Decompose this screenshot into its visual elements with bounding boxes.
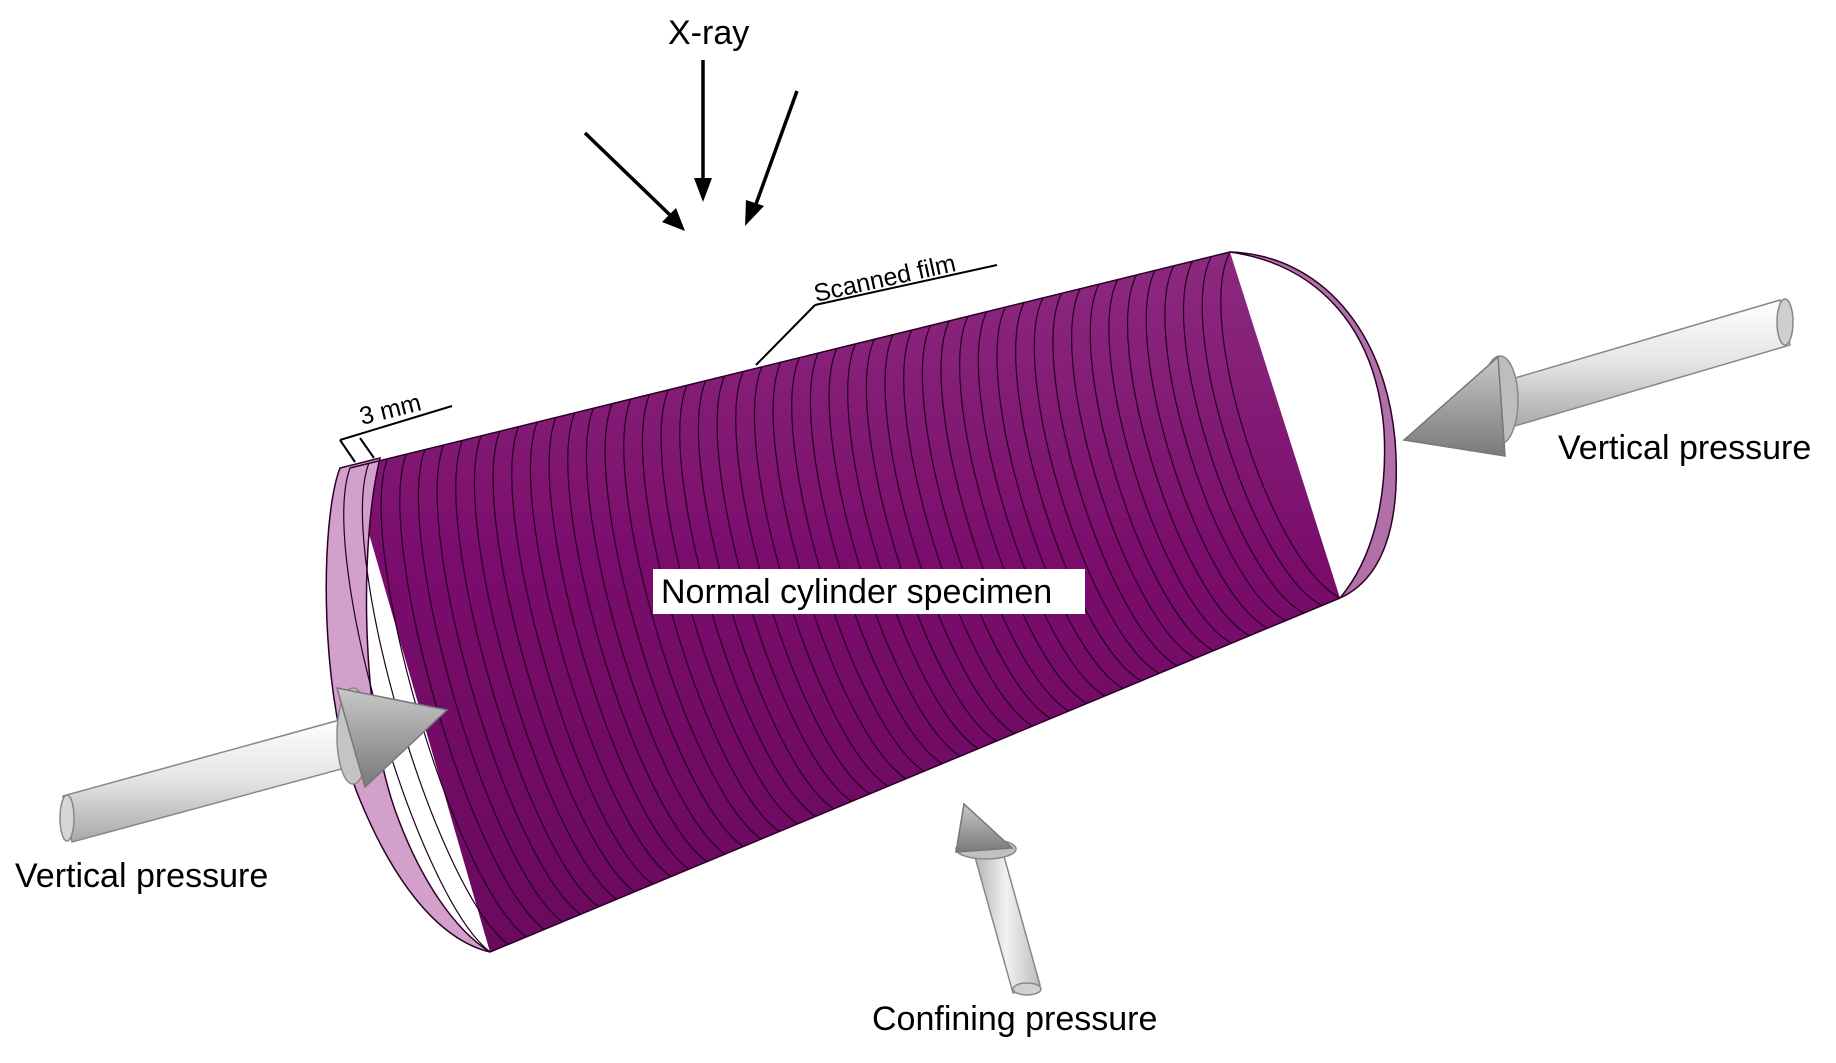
slice-ring <box>940 320 1070 712</box>
slice-ring <box>884 334 1015 735</box>
slice-ring <box>977 311 1106 697</box>
slice-ring <box>399 454 545 930</box>
scanned-film-leader <box>755 264 998 366</box>
confining-pressure-label: Confining pressure <box>872 1000 1157 1038</box>
slice-ring <box>921 325 1051 720</box>
slice-ring <box>529 421 672 878</box>
slice-ring <box>604 403 744 848</box>
slice-ring <box>1201 256 1323 607</box>
slice-ring <box>548 417 690 870</box>
cone-arrow-icon <box>1402 298 1794 457</box>
slice-ring <box>1183 260 1305 614</box>
slice-ring <box>641 394 780 832</box>
arrow-down-icon <box>745 90 799 226</box>
slice-ring <box>585 408 726 855</box>
vertical-pressure-arrow-left <box>59 687 449 843</box>
specimen-label: Normal cylinder specimen <box>661 573 1052 611</box>
slice-ring <box>1071 288 1196 659</box>
slice-ring <box>865 339 997 742</box>
xray-label: X-ray <box>668 14 749 52</box>
cone-arrow-icon <box>955 802 1042 996</box>
slice-ring <box>828 348 961 757</box>
slice-ring <box>623 398 762 840</box>
slice-ring <box>1145 270 1268 629</box>
thickness-dimension <box>339 405 453 463</box>
confining-pressure-arrow <box>955 802 1042 996</box>
slice-ring <box>903 329 1033 727</box>
arrow-down-icon <box>583 131 685 231</box>
slice-ring <box>1015 302 1142 682</box>
slice-ring <box>660 389 798 825</box>
xray-arrows <box>583 60 799 231</box>
vertical-pressure-right-label: Vertical pressure <box>1558 429 1811 467</box>
slice-ring <box>567 412 708 863</box>
slice-ring <box>436 444 581 915</box>
slice-ring <box>1108 279 1232 644</box>
slice-ring <box>996 306 1124 689</box>
specimen-label-box <box>653 569 1085 614</box>
slice-ring <box>473 435 617 900</box>
slice-ring <box>511 426 654 885</box>
slice-ring <box>1164 265 1287 622</box>
slice-ring <box>1127 274 1250 637</box>
slice-ring <box>1089 283 1214 652</box>
vertical-pressure-left-label: Vertical pressure <box>15 857 268 895</box>
slice-ring <box>1052 293 1178 667</box>
slice-ring <box>1033 297 1160 674</box>
slice-ring <box>492 431 636 893</box>
slice-ring <box>455 440 599 908</box>
scanned-film-label: Scanned film <box>811 249 958 308</box>
slice-ring <box>847 343 979 750</box>
cone-arrow-icon <box>59 687 449 843</box>
arrow-down-icon <box>694 60 712 202</box>
slice-ring <box>1220 251 1341 599</box>
slice-ring <box>417 449 563 923</box>
slice-ring <box>959 316 1088 704</box>
cylinder-right-cap <box>1229 251 1398 599</box>
vertical-pressure-arrow-right <box>1402 298 1794 457</box>
